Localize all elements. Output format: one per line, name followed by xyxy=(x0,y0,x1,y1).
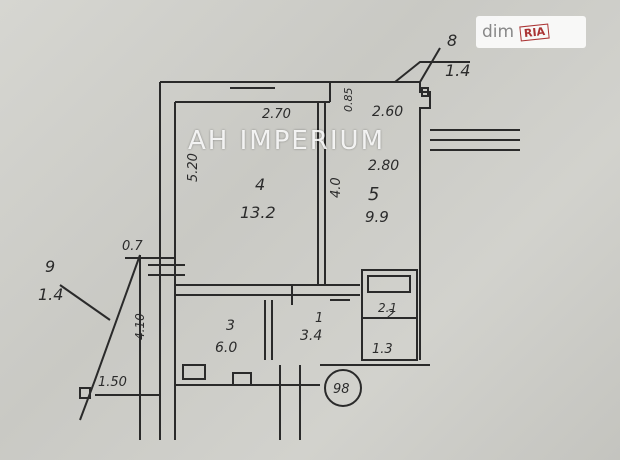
balcony-9-area: 1.4 xyxy=(38,285,63,304)
window-marks xyxy=(148,87,275,276)
dim-1-50: 1.50 xyxy=(98,375,127,390)
stove-icon xyxy=(182,364,206,380)
bathroom-block xyxy=(361,269,418,361)
sink-icon xyxy=(232,372,252,386)
balcony-9 xyxy=(79,254,141,421)
balcony-9-leader xyxy=(59,284,111,321)
dim-2-70: 2.70 xyxy=(262,107,291,122)
room-2-area: 1.3 xyxy=(372,342,393,357)
dim-2-60: 2.60 xyxy=(372,104,403,120)
bottom-marks xyxy=(279,365,301,440)
room1-lines xyxy=(291,285,350,305)
dim-0-7: 0.7 xyxy=(122,239,143,254)
room-4-number: 4 xyxy=(255,175,265,194)
room-4-area: 13.2 xyxy=(240,203,276,222)
dim-4-10: 4.10 xyxy=(133,313,147,340)
room-1-number: 1 xyxy=(315,311,323,326)
balcony-8-label-line xyxy=(419,47,441,83)
dim-ria-logo[interactable]: dim RIA xyxy=(476,16,586,48)
logo-dim-text: dim xyxy=(482,22,515,42)
logo-ria-stamp: RIA xyxy=(519,23,550,41)
dim-2-80: 2.80 xyxy=(368,158,399,174)
balcony-9-number: 9 xyxy=(45,257,55,276)
room-3-number: 3 xyxy=(226,318,235,334)
room-5-number: 5 xyxy=(368,184,379,205)
dim-5-20: 5.20 xyxy=(186,153,201,182)
balcony-8-number: 8 xyxy=(447,31,457,50)
room-2-number: 2 xyxy=(387,307,395,321)
vent-mark xyxy=(421,87,429,97)
apartment-number-circle xyxy=(324,369,362,407)
balcony-8-area: 1.4 xyxy=(445,61,470,80)
dim-2-1: 2.1 xyxy=(378,301,397,315)
corridor-lines xyxy=(430,129,520,151)
balcony-8 xyxy=(394,61,470,83)
apartment-number: 98 xyxy=(333,382,350,397)
agency-watermark: AH IMPERIUM xyxy=(188,126,386,156)
dim-0-85: 0.85 xyxy=(342,88,355,113)
room-5-area: 9.9 xyxy=(365,208,389,226)
room-1-area: 3.4 xyxy=(300,328,322,344)
room-3-area: 6.0 xyxy=(215,340,237,356)
bath-tub xyxy=(367,275,411,293)
dim-4-0: 4.0 xyxy=(329,177,344,198)
door-mark xyxy=(79,387,91,399)
